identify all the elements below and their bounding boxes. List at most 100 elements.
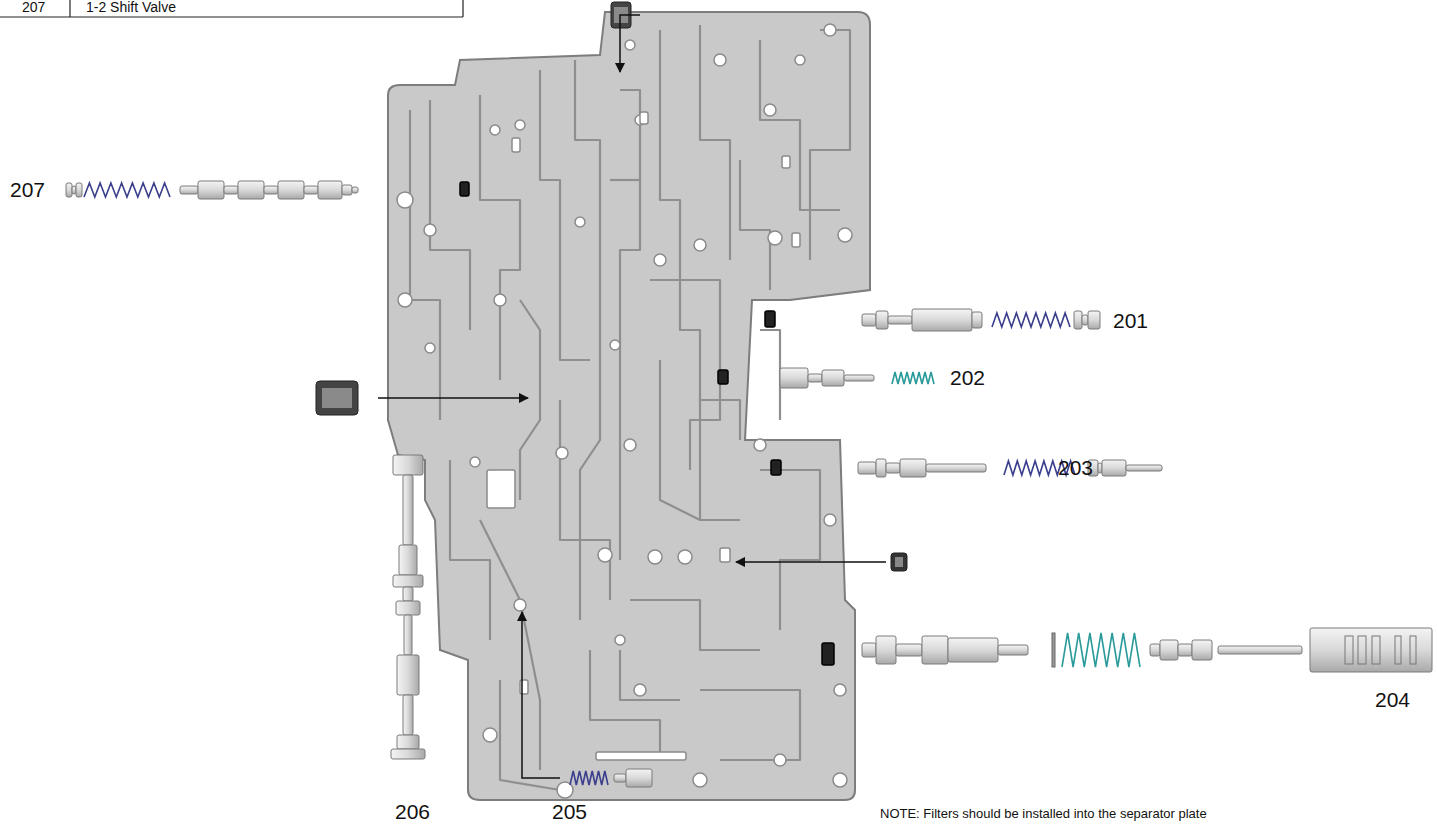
spool-segment xyxy=(972,312,982,328)
valve-sleeve xyxy=(1310,628,1432,672)
sleeve-port xyxy=(1395,636,1401,664)
plate-hole xyxy=(624,439,636,451)
spool-segment xyxy=(858,462,876,474)
plate-holes xyxy=(397,24,852,798)
spool-segment xyxy=(1088,311,1100,329)
spool-segment xyxy=(180,186,198,194)
spool-segment xyxy=(393,575,423,587)
callout-number: 201 xyxy=(1113,309,1148,332)
table-cell: 1-2 Shift Valve xyxy=(86,0,176,15)
spool-segment xyxy=(318,181,342,199)
spool-segment xyxy=(614,774,626,782)
plate-hole xyxy=(625,40,635,50)
fluid-channel xyxy=(430,100,470,330)
fluid-channel xyxy=(610,179,640,181)
plate-hole xyxy=(824,514,836,526)
plate-slot xyxy=(640,112,648,124)
spool-segment xyxy=(886,463,900,473)
check-ball xyxy=(771,460,781,475)
plate-slot xyxy=(520,680,528,694)
spool-segment xyxy=(876,311,888,329)
spool-segment xyxy=(1150,644,1160,656)
plate-slot xyxy=(782,156,790,168)
fluid-channel xyxy=(410,110,440,420)
vertical-valve xyxy=(391,455,425,759)
plate-hole xyxy=(764,104,776,116)
spool-segment xyxy=(1074,311,1082,329)
spool-segment xyxy=(397,735,419,749)
spool-segment xyxy=(403,587,413,601)
fluid-channel xyxy=(480,95,520,380)
fluid-channel xyxy=(700,400,740,440)
sleeve-ports xyxy=(1345,636,1416,664)
plate-hole xyxy=(838,228,852,242)
spool-segment xyxy=(403,475,413,545)
spool-segment xyxy=(998,645,1028,655)
spool-segment xyxy=(626,769,652,787)
plate-hole xyxy=(470,457,480,467)
spring xyxy=(1062,633,1140,667)
washer xyxy=(1052,633,1055,667)
spool-segment xyxy=(224,186,238,194)
spool-segment xyxy=(888,316,912,324)
plate-slot xyxy=(720,548,730,562)
spool-segment xyxy=(1126,465,1162,471)
spool-segment xyxy=(278,181,304,199)
spool-segment xyxy=(876,636,896,664)
fluid-channel xyxy=(560,400,610,600)
spool-segment xyxy=(66,183,72,197)
spool-segment xyxy=(844,375,874,381)
valve-spool xyxy=(858,459,986,477)
spool-segment xyxy=(862,314,876,326)
spool-segment xyxy=(403,695,413,735)
fluid-channel xyxy=(520,300,540,500)
callout-number: 207 xyxy=(10,178,45,201)
plate-hole xyxy=(514,599,526,611)
spool-segment xyxy=(780,368,808,388)
plate-hole xyxy=(398,293,412,307)
spool-segment xyxy=(238,181,264,199)
fluid-channel xyxy=(740,160,770,290)
plate-hole xyxy=(833,773,847,787)
plate-hole xyxy=(424,224,436,236)
spool-segment xyxy=(926,464,986,472)
plate-hole xyxy=(610,340,620,350)
plate-hole xyxy=(634,684,646,696)
fluid-channel xyxy=(630,600,760,650)
valve-spool xyxy=(862,309,982,331)
fluid-channel xyxy=(810,30,850,260)
plate-hole xyxy=(693,773,707,787)
spool-segment xyxy=(72,186,76,194)
spool-segment xyxy=(397,655,419,695)
fluid-channel xyxy=(590,650,660,760)
fluid-channel xyxy=(500,680,560,790)
spool-segment xyxy=(948,638,998,662)
fluid-channel xyxy=(450,460,490,640)
valve-spool xyxy=(780,368,874,388)
plate-hole xyxy=(425,343,435,353)
spool-segment xyxy=(912,309,972,331)
callout-number: 203 xyxy=(1058,456,1093,479)
plate-hole xyxy=(834,684,846,696)
plate-hole xyxy=(598,548,612,562)
check-ball xyxy=(718,370,728,384)
spool-segment xyxy=(76,183,82,197)
plate-hole xyxy=(754,439,766,451)
pin xyxy=(1218,646,1302,654)
valve-plug xyxy=(1150,640,1212,660)
fluid-channel xyxy=(760,40,840,210)
valve-plug xyxy=(614,769,652,787)
check-ball xyxy=(822,643,834,665)
spool-segment xyxy=(876,459,886,477)
callout-number: 206 xyxy=(395,800,430,823)
separator-plate xyxy=(388,12,870,800)
spring xyxy=(892,372,934,384)
plate-hole xyxy=(774,754,786,766)
spool-segment xyxy=(1082,315,1088,325)
sleeve-port xyxy=(1358,636,1366,664)
fluid-channel xyxy=(700,690,800,760)
fluid-channels xyxy=(410,25,850,790)
shift-valve xyxy=(180,181,358,199)
spool-segment xyxy=(304,186,318,194)
